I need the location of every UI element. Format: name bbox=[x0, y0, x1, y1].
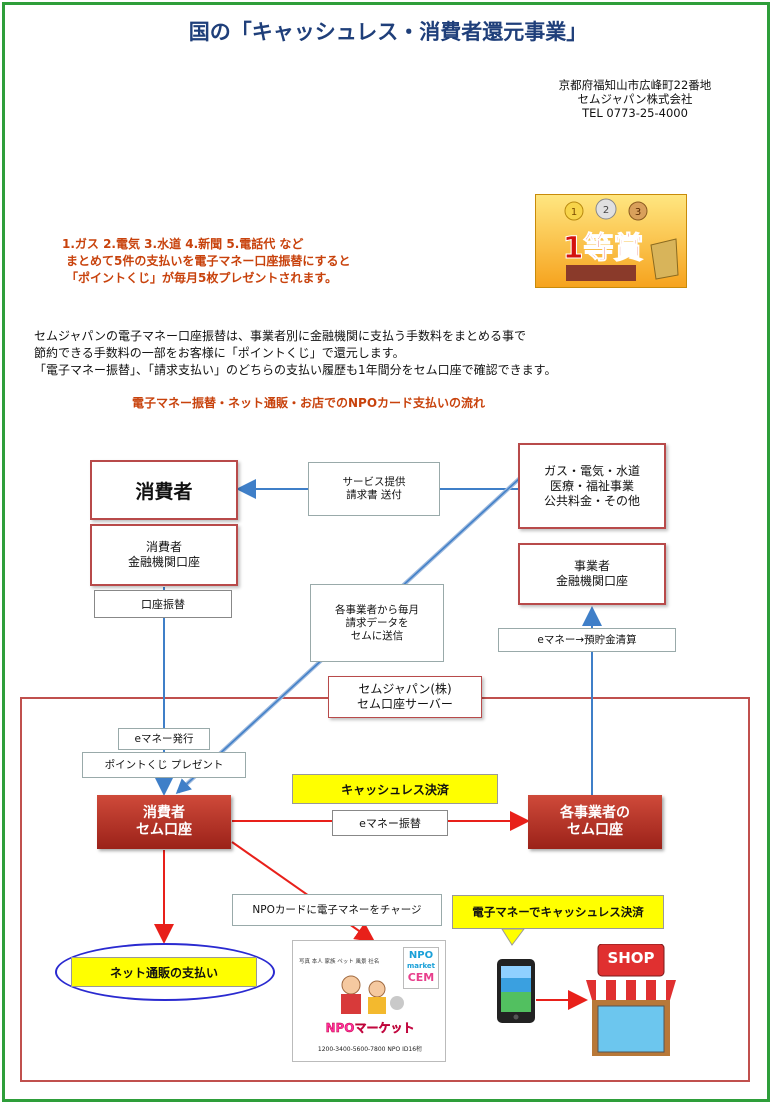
card-brand: NPO market CEM bbox=[403, 947, 439, 989]
provider-bank-box: 事業者 金融機関口座 bbox=[518, 543, 666, 605]
online-payment-ellipse bbox=[55, 943, 275, 1001]
service-invoice-text: 請求書 送付 bbox=[346, 489, 402, 501]
card-photo-labels: 写真 本人 家族 ペット 風景 社名 bbox=[299, 959, 380, 965]
server-label: セムジャパン(株) bbox=[358, 682, 452, 696]
provider-category: ガス・電気・水道 bbox=[543, 463, 640, 478]
server-label: セム口座サーバー bbox=[357, 697, 453, 711]
provider-bank-label: 金融機関口座 bbox=[555, 574, 628, 588]
service-invoice-box: サービス提供 請求書 送付 bbox=[308, 462, 440, 516]
emoney-cashless-label: 電子マネーでキャッシュレス決済 bbox=[452, 895, 664, 929]
prize-medal-icon: 1 2 3 bbox=[564, 198, 679, 281]
prize-badge-image: 1 2 3 1等賞 bbox=[535, 194, 687, 288]
card-brand-text: market bbox=[406, 962, 436, 970]
consumer-box: 消費者 bbox=[90, 460, 238, 520]
shop-icon: SHOP bbox=[586, 944, 676, 1058]
description-text: セムジャパンの電子マネー口座振替は、事業者別に金融機関に支払う手数料をまとめる事… bbox=[34, 328, 556, 379]
point-lottery-text: ポイントくじ プレゼント bbox=[104, 758, 224, 771]
card-brand-text: CEM bbox=[407, 971, 435, 984]
account-transfer-label: 口座振替 bbox=[94, 590, 232, 618]
description-line: 節約できる手数料の一部をお客様に「ポイントくじ」で還元します。 bbox=[34, 346, 405, 360]
card-family-icon bbox=[341, 975, 404, 1014]
promo-line: 1.ガス 2.電気 3.水道 4.新聞 5.電話代 など bbox=[62, 237, 304, 251]
consumer-bank-label: 消費者 bbox=[145, 540, 182, 554]
cashless-payment-label: キャッシュレス決済 bbox=[292, 774, 498, 804]
page-title: 国の「キャッシュレス・消費者還元事業」 bbox=[188, 20, 588, 44]
npo-card: 写真 本人 家族 ペット 風景 社名 NPO market CEM NPOマーケ… bbox=[292, 940, 446, 1062]
emoney-issue-text: eマネー発行 bbox=[134, 732, 194, 745]
provider-sem-label: 各事業者の bbox=[560, 805, 630, 821]
emoney-settlement-label: eマネー→預貯金清算 bbox=[498, 628, 676, 652]
provider-bank-label: 事業者 bbox=[573, 559, 610, 573]
phone-number: TEL 0773-25-4000 bbox=[582, 106, 688, 120]
shop-building-icon bbox=[586, 944, 676, 1056]
account-transfer-text: 口座振替 bbox=[141, 598, 185, 611]
card-brand-text: NPO bbox=[408, 950, 434, 961]
billing-data-text: セムに送信 bbox=[350, 629, 404, 642]
svg-text:1: 1 bbox=[571, 207, 577, 218]
consumer-bank-box: 消費者 金融機関口座 bbox=[90, 524, 238, 586]
emoney-issue-label: eマネー発行 bbox=[118, 728, 210, 750]
smartphone-icon bbox=[497, 959, 535, 1023]
card-logo: NPOマーケット bbox=[325, 1021, 415, 1035]
emoney-transfer-text: eマネー振替 bbox=[359, 817, 421, 830]
promo-line: 「ポイントくじ」が毎月5枚プレゼントされます。 bbox=[66, 271, 338, 285]
emoney-cashless-text: 電子マネーでキャッシュレス決済 bbox=[472, 905, 644, 919]
provider-category: 医療・福祉事業 bbox=[549, 478, 634, 493]
promo-text: 1.ガス 2.電気 3.水道 4.新聞 5.電話代 など まとめて5件の支払いを… bbox=[62, 236, 350, 287]
address-line: 京都府福知山市広峰町22番地 bbox=[558, 78, 712, 92]
promo-line: まとめて5件の支払いを電子マネー口座振替にすると bbox=[66, 254, 351, 268]
emoney-cashless-callout: 電子マネーでキャッシュレス決済 bbox=[452, 895, 664, 947]
providers-box: ガス・電気・水道 医療・福祉事業 公共料金・その他 bbox=[518, 443, 666, 529]
consumer-sem-label: 消費者 bbox=[143, 805, 185, 821]
description-line: 「電子マネー振替」、「請求支払い」のどちらの支払い履歴も1年間分をセム口座で確認… bbox=[34, 363, 557, 377]
company-name: セムジャパン株式会社 bbox=[577, 92, 693, 106]
point-lottery-label: ポイントくじ プレゼント bbox=[82, 752, 246, 778]
service-invoice-text: サービス提供 bbox=[342, 476, 406, 488]
emoney-transfer-label: eマネー振替 bbox=[332, 810, 448, 836]
consumer-sem-account-box: 消費者 セム口座 bbox=[97, 795, 231, 849]
billing-data-box: 各事業者から毎月 請求データを セムに送信 bbox=[310, 584, 444, 662]
billing-data-text: 請求データを bbox=[345, 616, 409, 629]
server-label-box: セムジャパン(株) セム口座サーバー bbox=[328, 676, 482, 718]
npo-charge-label: NPOカードに電子マネーをチャージ bbox=[232, 894, 442, 926]
svg-text:3: 3 bbox=[635, 207, 641, 218]
provider-sem-account-box: 各事業者の セム口座 bbox=[528, 795, 662, 849]
consumer-label: 消費者 bbox=[135, 480, 193, 503]
consumer-sem-label: セム口座 bbox=[136, 822, 192, 838]
flow-title: 電子マネー振替・ネット通販・お店でのNPOカード支払いの流れ bbox=[132, 396, 486, 410]
cashless-payment-text: キャッシュレス決済 bbox=[341, 782, 449, 797]
provider-sem-label: セム口座 bbox=[567, 822, 623, 838]
shop-sign-text: SHOP bbox=[607, 949, 655, 967]
online-payment-label: ネット通販の支払い bbox=[71, 957, 257, 987]
card-number: 1200-3400-5600-7800 NPO ID16桁 bbox=[317, 1046, 423, 1053]
provider-category: 公共料金・その他 bbox=[543, 493, 640, 508]
company-address: 京都府福知山市広峰町22番地 セムジャパン株式会社 TEL 0773-25-40… bbox=[470, 78, 776, 120]
description-line: セムジャパンの電子マネー口座振替は、事業者別に金融機関に支払う手数料をまとめる事… bbox=[34, 329, 527, 343]
online-payment-text: ネット通販の支払い bbox=[109, 965, 218, 980]
callout-pointer-icon bbox=[501, 928, 525, 946]
billing-data-text: 各事業者から毎月 bbox=[335, 603, 419, 616]
emoney-settlement-text: eマネー→預貯金清算 bbox=[537, 633, 637, 646]
svg-text:2: 2 bbox=[603, 205, 609, 216]
npo-charge-text: NPOカードに電子マネーをチャージ bbox=[252, 903, 422, 916]
prize-badge-text: 1等賞 bbox=[562, 231, 644, 267]
consumer-bank-label: 金融機関口座 bbox=[127, 555, 200, 569]
